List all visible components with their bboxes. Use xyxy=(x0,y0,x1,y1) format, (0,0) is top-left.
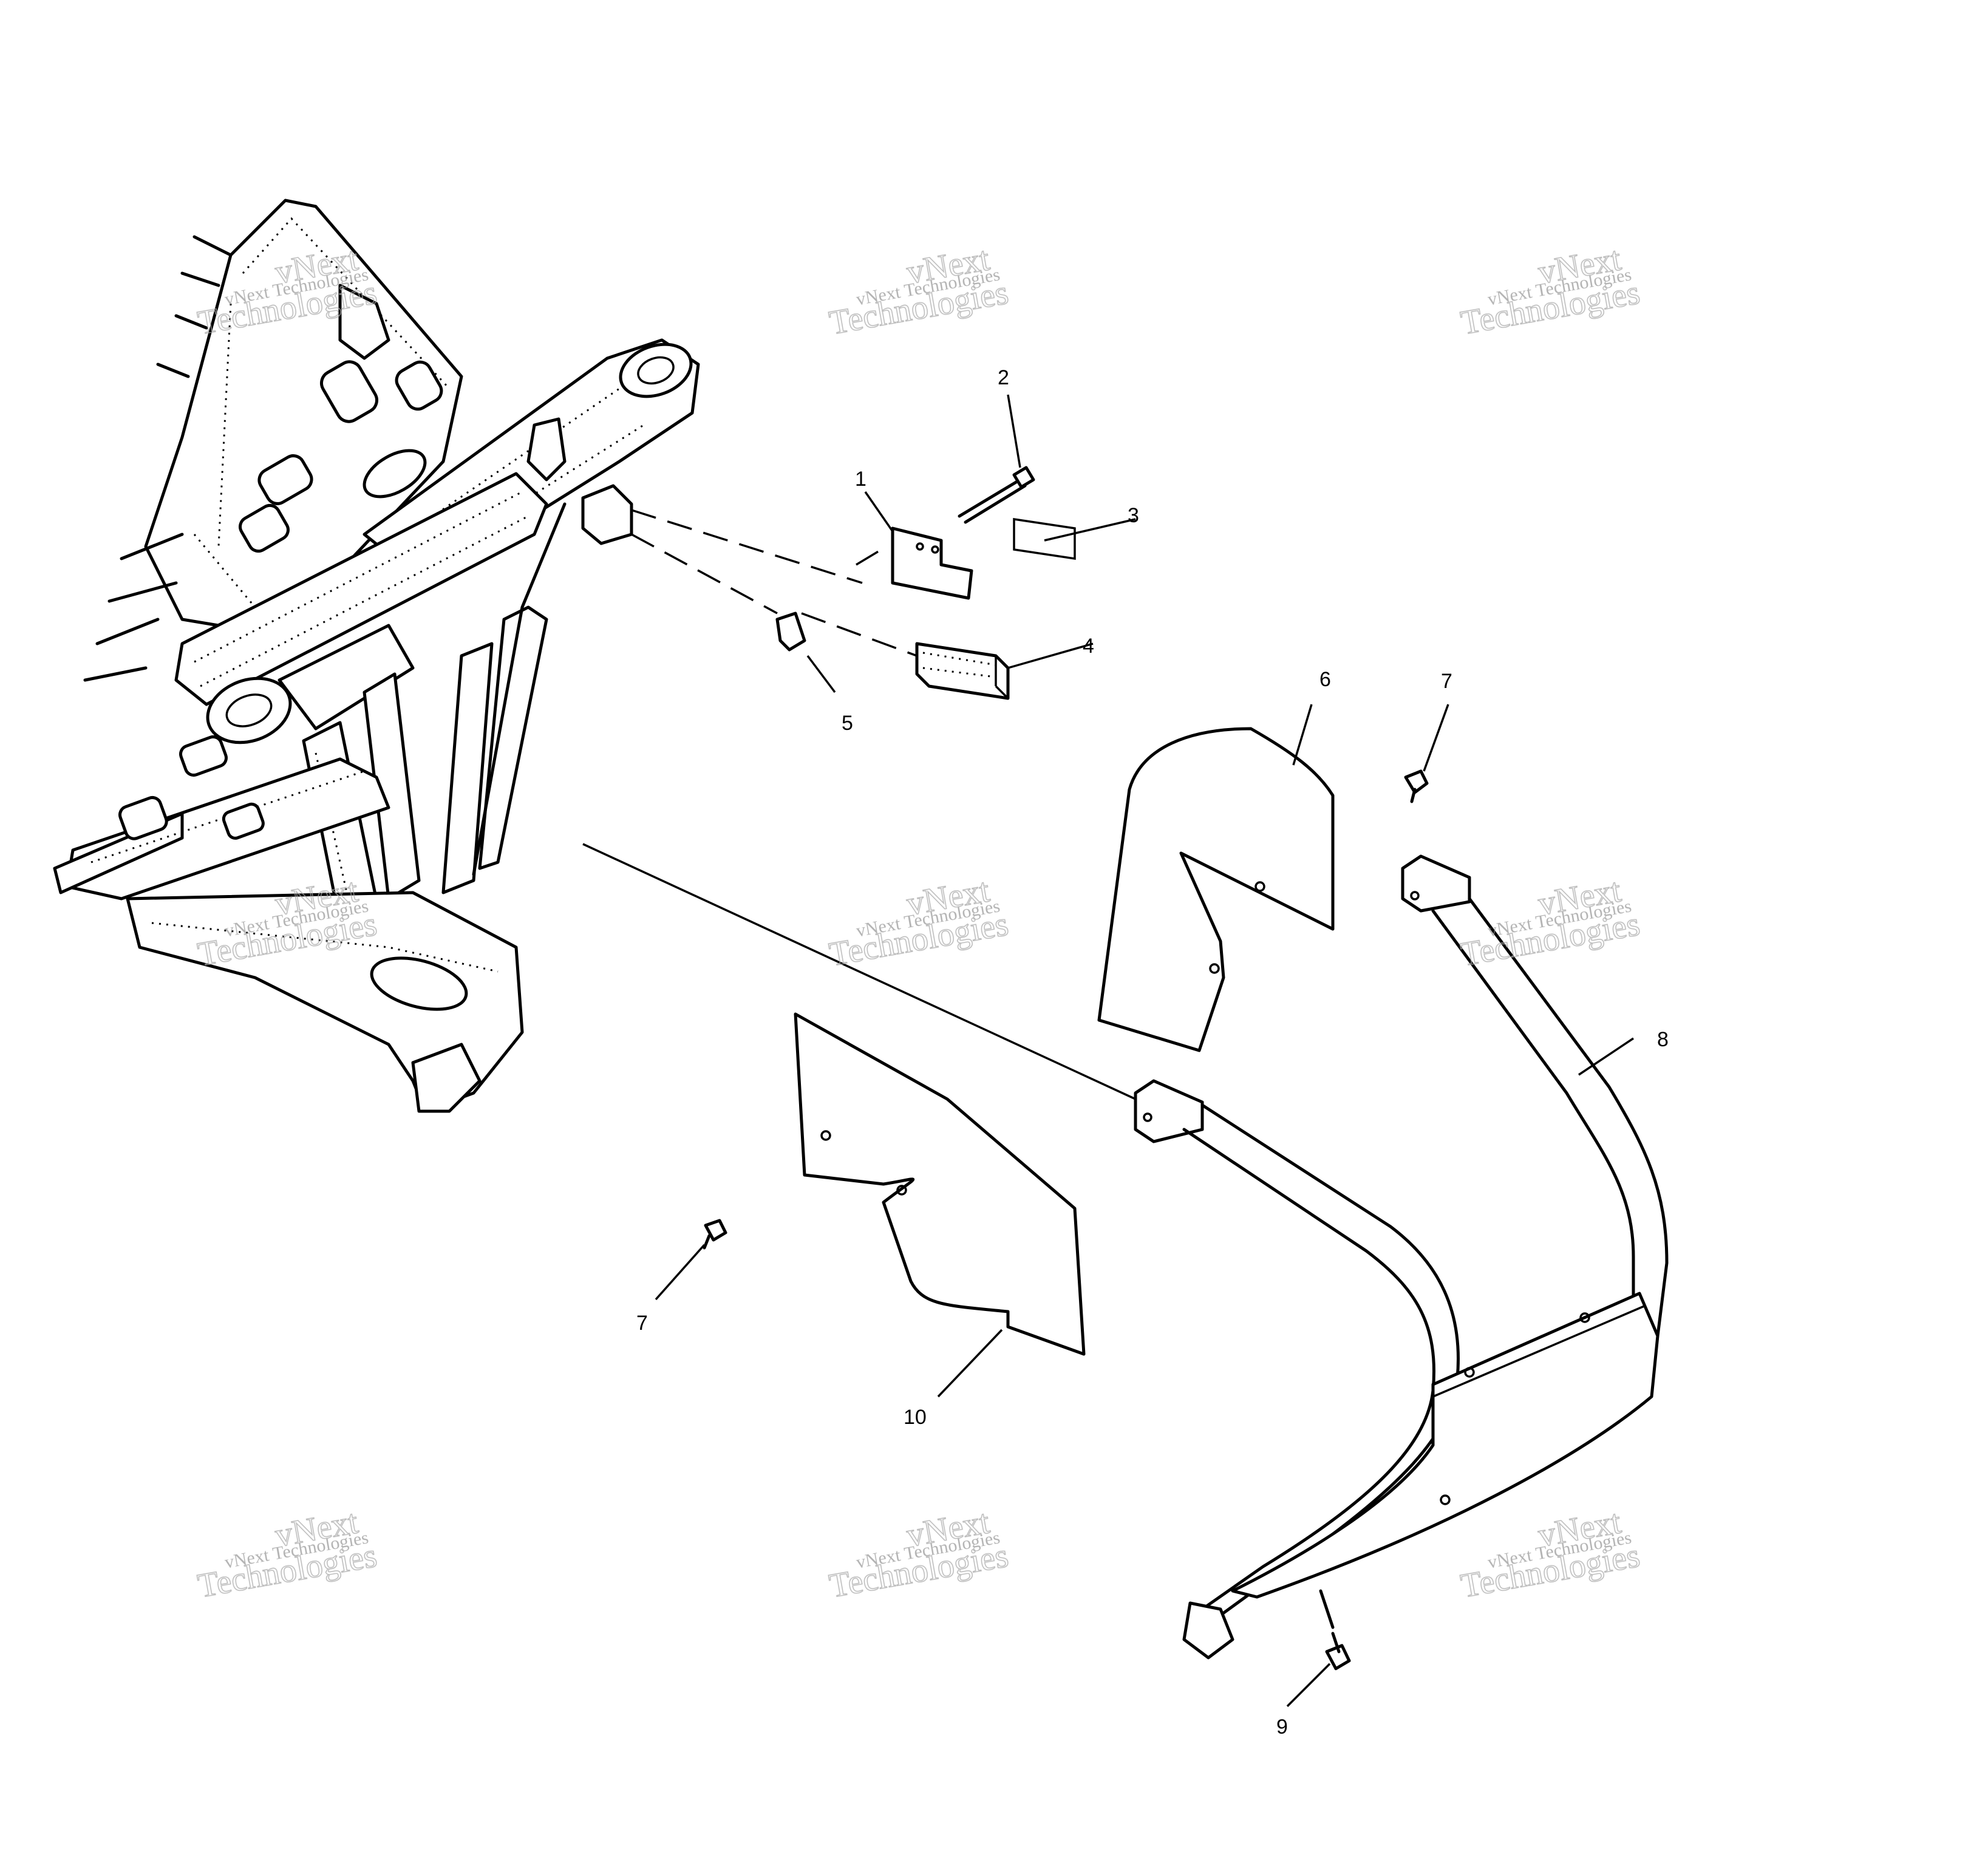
watermark-7: vNext Technologies vNext Technologies xyxy=(194,1502,380,1606)
part-7-screw-top xyxy=(1404,769,1429,803)
callout-2: 2 xyxy=(998,366,1009,389)
part-8-bumper xyxy=(1134,854,1669,1660)
watermark-6: vNext Technologies vNext Technologies xyxy=(1457,871,1643,974)
watermark-3: vNext Technologies vNext Technologies xyxy=(1457,239,1643,342)
callout-leaders xyxy=(655,394,1634,1708)
callout-10: 10 xyxy=(904,1406,927,1429)
watermark-1: vNext Technologies vNext Technologies xyxy=(194,239,380,342)
watermark-5: vNext Technologies vNext Technologies xyxy=(826,871,1012,974)
part-5-clip xyxy=(775,611,806,652)
callout-9: 9 xyxy=(1276,1715,1288,1738)
watermark-8: vNext Technologies vNext Technologies xyxy=(826,1502,1012,1606)
watermark-2: vNext Technologies vNext Technologies xyxy=(826,239,1012,342)
part-1-plate xyxy=(891,526,973,600)
callout-6: 6 xyxy=(1319,668,1331,691)
part-6-panel xyxy=(1097,727,1335,1052)
callout-8: 8 xyxy=(1657,1028,1669,1051)
part-9-screw xyxy=(1319,1589,1351,1670)
vehicle-frame xyxy=(53,199,700,1113)
callout-7-left: 7 xyxy=(636,1312,648,1335)
watermark-9: vNext Technologies vNext Technologies xyxy=(1457,1502,1643,1606)
part-2-bolt xyxy=(958,466,1035,524)
part-10-panel xyxy=(794,1012,1086,1356)
part-4-block xyxy=(915,642,1010,700)
part-7-screw-left xyxy=(703,1219,727,1250)
assembly-lines xyxy=(582,509,1136,1100)
callout-1: 1 xyxy=(855,468,866,491)
callout-4: 4 xyxy=(1083,635,1094,658)
part-3-decal xyxy=(1013,517,1076,560)
callout-7-top: 7 xyxy=(1441,670,1452,693)
callouts: 1 2 3 4 5 6 7 8 9 7 10 xyxy=(636,366,1669,1738)
callout-3: 3 xyxy=(1128,504,1139,527)
callout-5: 5 xyxy=(842,712,853,735)
